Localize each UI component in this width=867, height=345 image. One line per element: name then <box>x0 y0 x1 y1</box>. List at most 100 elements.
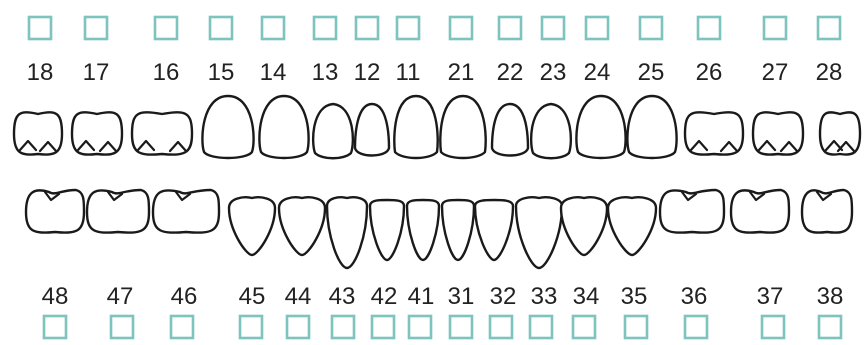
tooth-number-46: 46 <box>171 283 198 310</box>
tooth-crown <box>407 200 439 260</box>
tooth-checkbox-12[interactable] <box>356 17 378 39</box>
tooth-47[interactable] <box>87 190 149 233</box>
tooth-checkbox-14[interactable] <box>262 17 284 39</box>
tooth-28[interactable] <box>820 112 860 154</box>
tooth-number-17: 17 <box>83 59 110 86</box>
tooth-number-47: 47 <box>107 283 134 310</box>
tooth-checkbox-28[interactable] <box>818 17 840 39</box>
tooth-32[interactable] <box>475 200 513 260</box>
tooth-checkbox-27[interactable] <box>764 17 786 39</box>
tooth-checkbox-22[interactable] <box>499 17 521 39</box>
tooth-46[interactable] <box>153 190 219 233</box>
tooth-checkbox-37[interactable] <box>762 316 784 338</box>
tooth-crown <box>202 96 253 158</box>
tooth-18[interactable] <box>14 112 62 154</box>
tooth-number-16: 16 <box>153 59 180 86</box>
tooth-crown <box>259 96 308 158</box>
tooth-42[interactable] <box>370 200 404 260</box>
tooth-crown <box>229 197 275 255</box>
tooth-27[interactable] <box>753 112 803 154</box>
tooth-checkbox-18[interactable] <box>29 17 51 39</box>
tooth-number-11: 11 <box>396 59 421 86</box>
tooth-34[interactable] <box>561 197 607 255</box>
tooth-12[interactable] <box>355 104 389 156</box>
tooth-number-36: 36 <box>681 283 708 310</box>
tooth-16[interactable] <box>132 112 192 154</box>
tooth-number-42: 42 <box>371 283 398 310</box>
tooth-checkbox-43[interactable] <box>332 316 354 338</box>
tooth-44[interactable] <box>279 197 325 255</box>
tooth-crown <box>561 197 607 255</box>
tooth-26[interactable] <box>685 112 743 154</box>
tooth-checkbox-16[interactable] <box>155 17 177 39</box>
tooth-number-22: 22 <box>497 59 524 86</box>
tooth-number-21: 21 <box>448 59 475 86</box>
tooth-checkbox-33[interactable] <box>530 316 552 338</box>
tooth-number-14: 14 <box>260 59 287 86</box>
tooth-checkbox-48[interactable] <box>44 316 66 338</box>
tooth-24[interactable] <box>576 96 625 158</box>
tooth-35[interactable] <box>608 197 656 255</box>
tooth-21[interactable] <box>440 96 485 158</box>
tooth-crown <box>370 200 404 260</box>
tooth-13[interactable] <box>313 104 353 158</box>
tooth-number-18: 18 <box>27 59 54 86</box>
tooth-25[interactable] <box>627 96 676 158</box>
tooth-38[interactable] <box>802 190 852 233</box>
tooth-crown <box>516 197 562 268</box>
tooth-checkbox-38[interactable] <box>819 316 841 338</box>
tooth-number-37: 37 <box>757 283 784 310</box>
tooth-checkbox-17[interactable] <box>85 17 107 39</box>
tooth-checkbox-32[interactable] <box>490 316 512 338</box>
tooth-checkbox-15[interactable] <box>210 17 232 39</box>
tooth-checkbox-31[interactable] <box>450 316 472 338</box>
tooth-checkbox-45[interactable] <box>240 316 262 338</box>
tooth-number-24: 24 <box>584 59 611 86</box>
tooth-checkbox-24[interactable] <box>586 17 608 39</box>
tooth-checkbox-35[interactable] <box>625 316 647 338</box>
tooth-crown <box>327 197 367 268</box>
tooth-checkbox-21[interactable] <box>450 17 472 39</box>
tooth-crown <box>576 96 625 158</box>
tooth-17[interactable] <box>72 112 122 154</box>
tooth-14[interactable] <box>259 96 308 158</box>
tooth-checkbox-47[interactable] <box>111 316 133 338</box>
tooth-33[interactable] <box>516 197 562 268</box>
tooth-number-41: 41 <box>408 283 435 310</box>
upper-number-row: 18171615141312112122232425262728 <box>27 59 843 86</box>
tooth-checkbox-34[interactable] <box>573 316 595 338</box>
tooth-43[interactable] <box>327 197 367 268</box>
tooth-number-12: 12 <box>354 59 381 86</box>
tooth-number-33: 33 <box>531 283 558 310</box>
tooth-number-27: 27 <box>762 59 789 86</box>
tooth-48[interactable] <box>26 190 84 233</box>
tooth-11[interactable] <box>394 96 437 158</box>
tooth-number-25: 25 <box>638 59 665 86</box>
tooth-checkbox-44[interactable] <box>287 316 309 338</box>
tooth-checkbox-46[interactable] <box>171 316 193 338</box>
tooth-crown <box>627 96 676 158</box>
tooth-checkbox-13[interactable] <box>314 17 336 39</box>
tooth-number-45: 45 <box>239 283 266 310</box>
tooth-number-48: 48 <box>42 283 69 310</box>
tooth-41[interactable] <box>407 200 439 260</box>
tooth-number-23: 23 <box>540 59 567 86</box>
lower-teeth-row <box>26 190 852 268</box>
tooth-checkbox-23[interactable] <box>542 17 564 39</box>
tooth-37[interactable] <box>731 190 789 233</box>
tooth-checkbox-42[interactable] <box>372 316 394 338</box>
tooth-crown <box>442 200 474 260</box>
tooth-checkbox-11[interactable] <box>397 17 419 39</box>
tooth-15[interactable] <box>202 96 253 158</box>
lower-checkbox-row <box>44 316 841 338</box>
tooth-checkbox-41[interactable] <box>409 316 431 338</box>
tooth-number-44: 44 <box>285 283 312 310</box>
tooth-45[interactable] <box>229 197 275 255</box>
tooth-36[interactable] <box>660 190 724 233</box>
tooth-31[interactable] <box>442 200 474 260</box>
tooth-22[interactable] <box>492 104 528 156</box>
tooth-checkbox-36[interactable] <box>685 316 707 338</box>
tooth-checkbox-25[interactable] <box>640 17 662 39</box>
tooth-23[interactable] <box>531 104 571 158</box>
tooth-checkbox-26[interactable] <box>698 17 720 39</box>
